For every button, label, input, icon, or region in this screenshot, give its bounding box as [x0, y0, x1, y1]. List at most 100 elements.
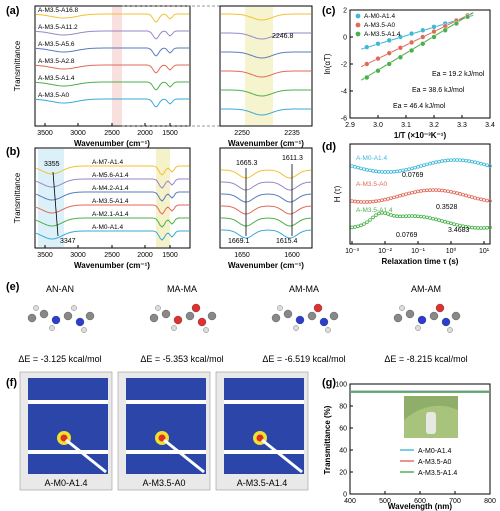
- panel-d-point-0-33: [449, 158, 453, 162]
- panel-c-point-2-2: [386, 61, 392, 67]
- panel-c-point-1-6: [431, 29, 437, 35]
- panel-b-trace-1: [35, 178, 189, 189]
- panel-d-point-1-21: [413, 190, 417, 194]
- panel-c-ea-1: Ea = 19.2 kJ/mol: [432, 71, 485, 78]
- panel-a-zoom-trace-0: [221, 13, 311, 21]
- panel-d-point-0-18: [404, 167, 408, 172]
- panel-a-zoom-xtick-0: 2250: [234, 130, 250, 137]
- panel-d-point-1-20: [410, 190, 414, 195]
- panel-d-point-2-42: [476, 226, 480, 230]
- panel-c-legend-label-2: A-M3.5-A1.4: [364, 31, 401, 38]
- panel-d-point-1-36: [458, 192, 462, 196]
- panel-c-point-2-5: [420, 41, 426, 47]
- panel-a-trace-4: [35, 81, 189, 91]
- panel-c-point-1-4: [409, 39, 415, 46]
- leaf-photo: [404, 396, 458, 438]
- panel-d-point-1-41: [473, 196, 477, 200]
- panel-f-center-1: [158, 434, 166, 442]
- panel-d-xtick-1: 10⁻²: [378, 248, 392, 255]
- panel-d-point-0-31: [443, 158, 447, 163]
- panel-e-energy-1: ΔE = -5.353 kcal/mol: [140, 354, 223, 364]
- panel-b-zoom-trace-5: [221, 229, 312, 239]
- panel-d-point-1-45: [485, 198, 489, 203]
- panel-d-point-0-35: [455, 158, 459, 162]
- panel-d-letter: (d): [322, 141, 336, 153]
- panel-c-point-0-6: [431, 24, 437, 30]
- panel-b-zoom-trace-1: [221, 181, 312, 191]
- panel-e-title-2: AM-MA: [289, 284, 319, 294]
- panel-d-xtick-3: 10⁰: [446, 247, 457, 255]
- panel-a-trace-label-0: A-M3.5-A16.8: [38, 7, 78, 14]
- panel-d-point-1-12: [386, 197, 390, 201]
- panel-d-point-0-0: [350, 164, 354, 168]
- panel-a-xtick-1: 3000: [70, 130, 86, 137]
- panel-d-point-1-6: [368, 200, 372, 204]
- panel-d-point-0-25: [425, 162, 429, 167]
- panel-d-point-2-16: [398, 214, 402, 219]
- panel-f-detector-2: [224, 378, 304, 474]
- panel-b-zoom-trace-4: [221, 217, 312, 227]
- panel-d-point-1-8: [374, 199, 378, 204]
- panel-d-xtick-4: 10¹: [479, 248, 490, 255]
- panel-e-atom-3-7: [415, 325, 421, 331]
- panel-b-zoom-trace-0: [221, 169, 312, 179]
- panel-d-point-1-23: [419, 189, 423, 193]
- panel-a-zoom-frame: [219, 5, 313, 127]
- panel-b-trace-4: [35, 217, 189, 228]
- panel-c-xtick-2: 3.1: [401, 122, 411, 129]
- panel-b-letter: (b): [6, 146, 20, 158]
- panel-e-atom-3-8: [435, 303, 445, 313]
- panel-g-ytick-0: 100: [335, 382, 347, 389]
- panel-a-letter: (a): [6, 5, 20, 17]
- panel-c-point-2-4: [409, 47, 415, 54]
- panel-b-trace-2: [35, 191, 189, 202]
- panel-g-ytick-5: 0: [343, 492, 347, 499]
- panel-d-point-1-3: [359, 200, 363, 204]
- panel-f-detector-0: [28, 378, 108, 474]
- panel-e-atom-1-3: [185, 311, 195, 321]
- panel-d-point-2-41: [473, 226, 477, 230]
- panel-c-ytick-2: -2: [341, 62, 347, 69]
- panel-d-xtick-2: 10⁻¹: [411, 248, 425, 255]
- panel-a-zoom-trace-4: [221, 89, 311, 97]
- panel-d-point-0-19: [407, 167, 411, 171]
- panel-a-zoom-band: [245, 7, 273, 125]
- panel-e-atom-0-8: [71, 305, 77, 311]
- panel-a-trace-label-5: A-M3.5-A0: [38, 92, 69, 99]
- panel-c-ytick-1: 0: [343, 35, 347, 42]
- panel-d-point-1-18: [404, 192, 408, 196]
- panel-d-point-2-17: [401, 214, 405, 219]
- panel-d-point-2-8: [374, 213, 378, 217]
- panel-e-title-1: MA-MA: [167, 284, 197, 294]
- panel-a-zoom-xlabel: Wavenumber (cm⁻¹): [228, 139, 304, 148]
- panel-d-point-0-46: [488, 164, 492, 168]
- panel-b-zoom-frame: [219, 147, 313, 249]
- panel-d-point-2-19: [407, 214, 411, 218]
- panel-e-atom-0-3: [63, 311, 73, 321]
- panel-d-point-0-45: [485, 163, 489, 167]
- panel-d-point-0-1: [353, 165, 357, 169]
- panel-d-point-0-5: [365, 167, 369, 172]
- panel-b-zoom-ann-4: 1615.4: [276, 238, 298, 245]
- panel-c-point-0-4: [409, 31, 415, 37]
- panel-g-xtick-1: 500: [379, 498, 391, 505]
- panel-g-letter: (g): [322, 377, 336, 389]
- panel-d-point-0-12: [386, 170, 390, 174]
- panel-c-point-2-6: [431, 34, 437, 40]
- panel-d-point-1-46: [488, 199, 492, 203]
- panel-d-point-2-1: [353, 225, 357, 229]
- panel-d-point-1-27: [431, 188, 435, 192]
- panel-e-atom-1-2: [173, 315, 183, 325]
- panel-d-point-1-29: [437, 188, 441, 192]
- panel-b-zoom-xtick-1: 1600: [284, 252, 300, 259]
- panel-c-point-2-3: [397, 54, 404, 60]
- panel-e-title-0: AN-AN: [46, 284, 74, 294]
- panel-d-point-0-8: [374, 169, 378, 174]
- panel-e-atom-0-7: [49, 325, 55, 331]
- panel-d-point-0-30: [440, 159, 444, 163]
- panel-d-point-1-15: [395, 194, 399, 199]
- panel-f-caption-0: A-M0-A1.4: [44, 478, 87, 488]
